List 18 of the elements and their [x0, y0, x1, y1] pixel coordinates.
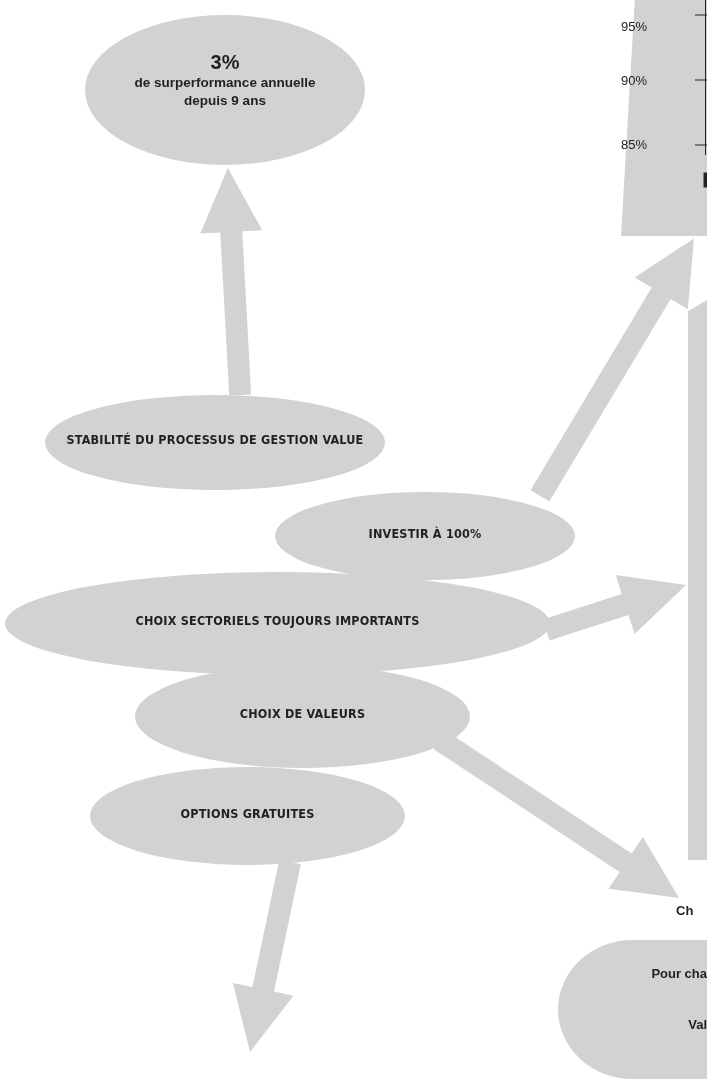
body-text: Ch: [676, 903, 694, 918]
heading-text: INVESTIR À 100%: [368, 525, 482, 541]
block-arrow: [530, 238, 694, 502]
heading-text: 3%: [210, 50, 240, 74]
body-text: Val: [688, 1017, 707, 1032]
heading-text: CHOIX DE VALEURS: [239, 706, 366, 721]
heading-text: OPTIONS GRATUITES: [180, 805, 315, 821]
axis-tick-label: 95%: [621, 19, 648, 34]
block-arrow: [200, 168, 263, 396]
axis-tick-label: 90%: [621, 73, 648, 88]
chart-panel: [621, 0, 707, 236]
panel: [688, 300, 707, 860]
heading-text: CHOIX SECTORIELS TOUJOURS IMPORTANTS: [135, 613, 420, 628]
oval-bubble: [558, 940, 707, 1079]
heading-text: STABILITÉ DU PROCESSUS DE GESTION VALUE: [66, 432, 364, 447]
body-text: Pour cha: [651, 966, 707, 981]
body-text: de surperformance annuelle depuis 9 ans: [133, 73, 317, 110]
axis-tick-label: 85%: [621, 137, 648, 152]
